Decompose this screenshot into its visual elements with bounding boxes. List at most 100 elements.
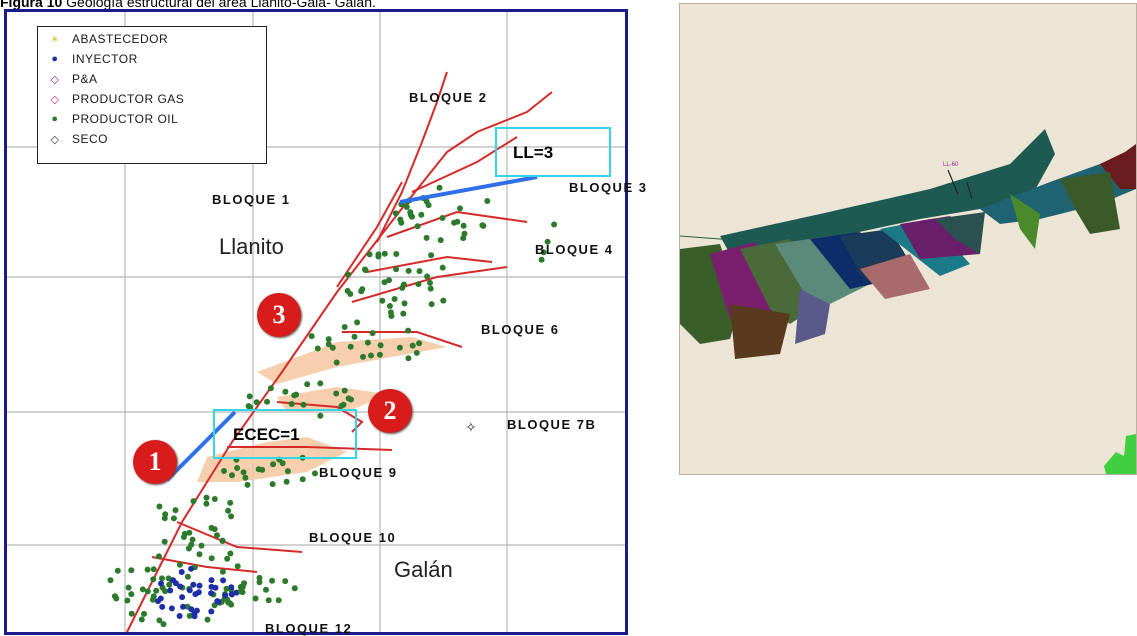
oil-well-dot [460,222,467,229]
legend-label: PRODUCTOR GAS [72,92,185,106]
section-lines [165,175,538,482]
oil-well-dot [245,403,252,410]
oil-well-dot [461,230,468,237]
oil-well-dot [393,251,400,257]
block-label-2: BLOQUE 2 [409,90,488,105]
oil-well-dot [361,266,368,273]
legend-label: SECO [72,132,109,146]
ecec-tag-box [213,409,357,459]
abastecedor-icon: ✶ [50,33,60,46]
oil-well-dot [439,264,446,271]
oil-well-dot [114,567,121,574]
oil-well-dot [255,466,262,473]
oil-well-dot [246,393,253,400]
oil-well-dot [308,333,315,340]
oil-well-dot [138,616,145,623]
injector-well-dot [220,577,227,584]
oil-well-dot [219,568,226,575]
oil-well-dot [159,575,165,582]
oil-well-dot [351,333,358,340]
oil-well-dot [400,281,407,288]
oil-well-dot [304,381,311,388]
oil-well-dot [270,461,277,468]
oil-well-dot [396,344,403,351]
oil-well-dot [341,387,348,394]
zone-badge-1: 1 [133,440,177,484]
fault-surface [730,304,790,359]
oil-well-dot [144,566,151,573]
oil-well-dot [208,555,215,562]
oil-well-dot [398,219,405,226]
oil-well-dot [293,391,300,398]
fault-surface [795,289,830,344]
legend-item: ◇P&A [46,71,98,87]
oil-well-dot [211,496,218,502]
fault-surface [775,236,870,304]
oil-well-dot [381,279,388,286]
oil-well-dot [427,285,434,292]
oil-well-dot [484,198,491,204]
ecec-tag-label: ECEC=1 [233,425,300,444]
inyector-icon: ● [51,53,59,65]
oil-well-dot [227,499,234,506]
block-label-4: BLOQUE 4 [535,242,614,257]
oil-well-dot [436,184,443,191]
block-label-1: BLOQUE 1 [212,192,291,207]
zone-badge-3: 3 [257,293,301,337]
oil-well-dot [439,215,446,221]
oil-well-dot [224,555,231,562]
3d-model-view[interactable]: LL-60 [679,3,1137,475]
oil-well-dot [153,587,160,594]
oil-well-dot [156,503,163,510]
oil-well-dot [325,341,332,348]
oil-well-dot [364,339,371,346]
oil-well-dot [186,612,193,619]
oil-well-dot [256,574,263,581]
oil-well-dot [186,529,193,536]
map-canvas: ✧ [7,12,625,633]
oil-well-dot [428,301,435,308]
oil-well-dot [139,586,146,593]
oil-well-dot [111,593,118,600]
oil-well-dot [128,610,135,617]
ll-tag-box [495,127,611,177]
oil-well-dot [360,353,366,360]
injector-well-dot [215,598,222,605]
oil-well-dot [377,342,384,349]
oil-well-dot [160,621,167,628]
oil-well-dot [341,324,348,330]
injector-well-dot [196,582,203,589]
injector-well-dot [222,592,229,599]
oil-well-dot [221,468,227,474]
oil-well-dot [540,249,547,256]
oil-well-dot [161,538,168,545]
legend-label: INYECTOR [72,52,138,66]
oil-well-dot [428,252,435,259]
injector-well-dot [158,580,164,587]
oil-well-dot [156,553,162,560]
oil-well-dot [386,303,393,309]
oil-well-dot [333,359,340,366]
oil-well-dot [413,349,420,356]
oil-well-dot [198,542,205,549]
place-label-llanito: Llanito [219,234,284,259]
oil-well-dot [544,238,551,245]
oil-well-dot [141,610,147,617]
oil-well-dot [288,401,295,407]
oil-well-dot [405,327,412,334]
oil-well-dot [149,596,156,603]
injector-well-dot [179,594,186,601]
oil-well-dot [214,532,220,539]
oil-well-dot [333,390,340,397]
oil-well-dot [299,476,306,483]
oil-well-dot [329,344,336,351]
oil-well-dot [269,577,276,584]
oil-well-dot [161,515,168,522]
oil-well-dot [416,268,423,275]
block-label-6: BLOQUE 6 [481,322,560,337]
injector-well-dot [167,587,174,594]
oil-well-dot [107,577,114,584]
injector-well-dot [193,607,200,614]
oil-well-dot [451,219,458,226]
block-label-12: BLOQUE 12 [265,621,353,636]
